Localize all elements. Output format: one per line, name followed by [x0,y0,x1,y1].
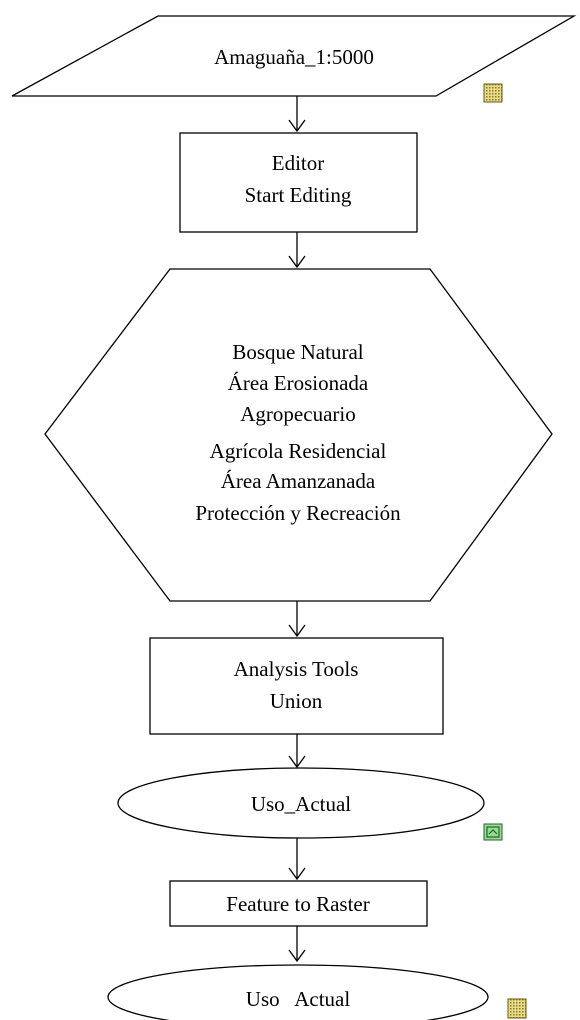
category-item: Agropecuario [240,402,355,426]
editor-step-line1: Editor [272,151,325,175]
union-output-label: Uso_Actual [251,792,351,816]
raster-grid-icon [483,83,503,103]
conversion-step-node: Feature to Raster [169,880,428,927]
categories-node: Bosque Natural Área Erosionada Agropecua… [44,268,553,602]
arrow-input-to-editor [288,96,306,133]
editor-step-line2: Start Editing [245,183,352,207]
arrow-conversion-to-raster-output [288,926,306,963]
arrow-editor-to-categories [288,232,306,269]
analysis-step-node: Analysis Tools Union [149,637,444,735]
analysis-step-line1: Analysis Tools [234,657,359,681]
analysis-step-line2: Union [270,689,323,713]
arrow-analysis-to-union-output [288,734,306,769]
category-item: Agrícola Residencial [210,439,387,463]
input-layer-label: Amaguaña_1:5000 [214,45,374,69]
conversion-step-label: Feature to Raster [226,892,369,916]
arrow-categories-to-analysis [288,601,306,638]
arrow-union-output-to-conversion [288,838,306,881]
category-item: Bosque Natural [232,340,363,364]
raster-output-label: Uso Actual [246,987,351,1011]
editor-step-node: Editor Start Editing [179,132,418,233]
category-item: Protección y Recreación [195,501,401,525]
category-item: Área Amanzanada [221,469,376,493]
raster-output-node: Uso Actual [107,964,489,1020]
input-layer-node: Amaguaña_1:5000 [11,15,577,97]
raster-grid-icon [507,998,527,1019]
feature-class-icon [483,823,503,841]
union-output-node: Uso_Actual [117,767,485,839]
category-item: Área Erosionada [228,371,369,395]
